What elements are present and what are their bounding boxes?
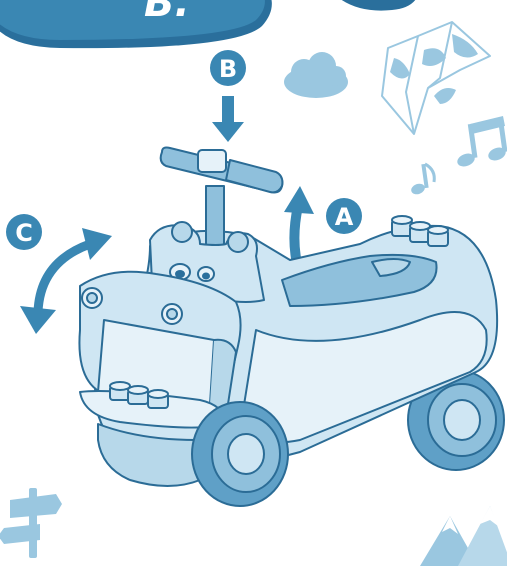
banner-right-tab xyxy=(330,0,420,11)
callout-b: B xyxy=(210,50,246,142)
map-icon xyxy=(382,22,490,134)
label-b: B xyxy=(219,55,237,83)
mountains-icon xyxy=(420,506,507,566)
step-banner: B. xyxy=(0,0,272,48)
label-a: A xyxy=(335,203,354,231)
label-c: C xyxy=(15,219,33,247)
front-wheel xyxy=(192,402,288,506)
down-arrow xyxy=(212,96,244,142)
cloud-icon xyxy=(284,52,348,98)
signpost-icon xyxy=(0,488,62,558)
music-notes-icon xyxy=(410,116,507,196)
up-arrow xyxy=(284,186,314,258)
step-label: B. xyxy=(144,0,190,26)
